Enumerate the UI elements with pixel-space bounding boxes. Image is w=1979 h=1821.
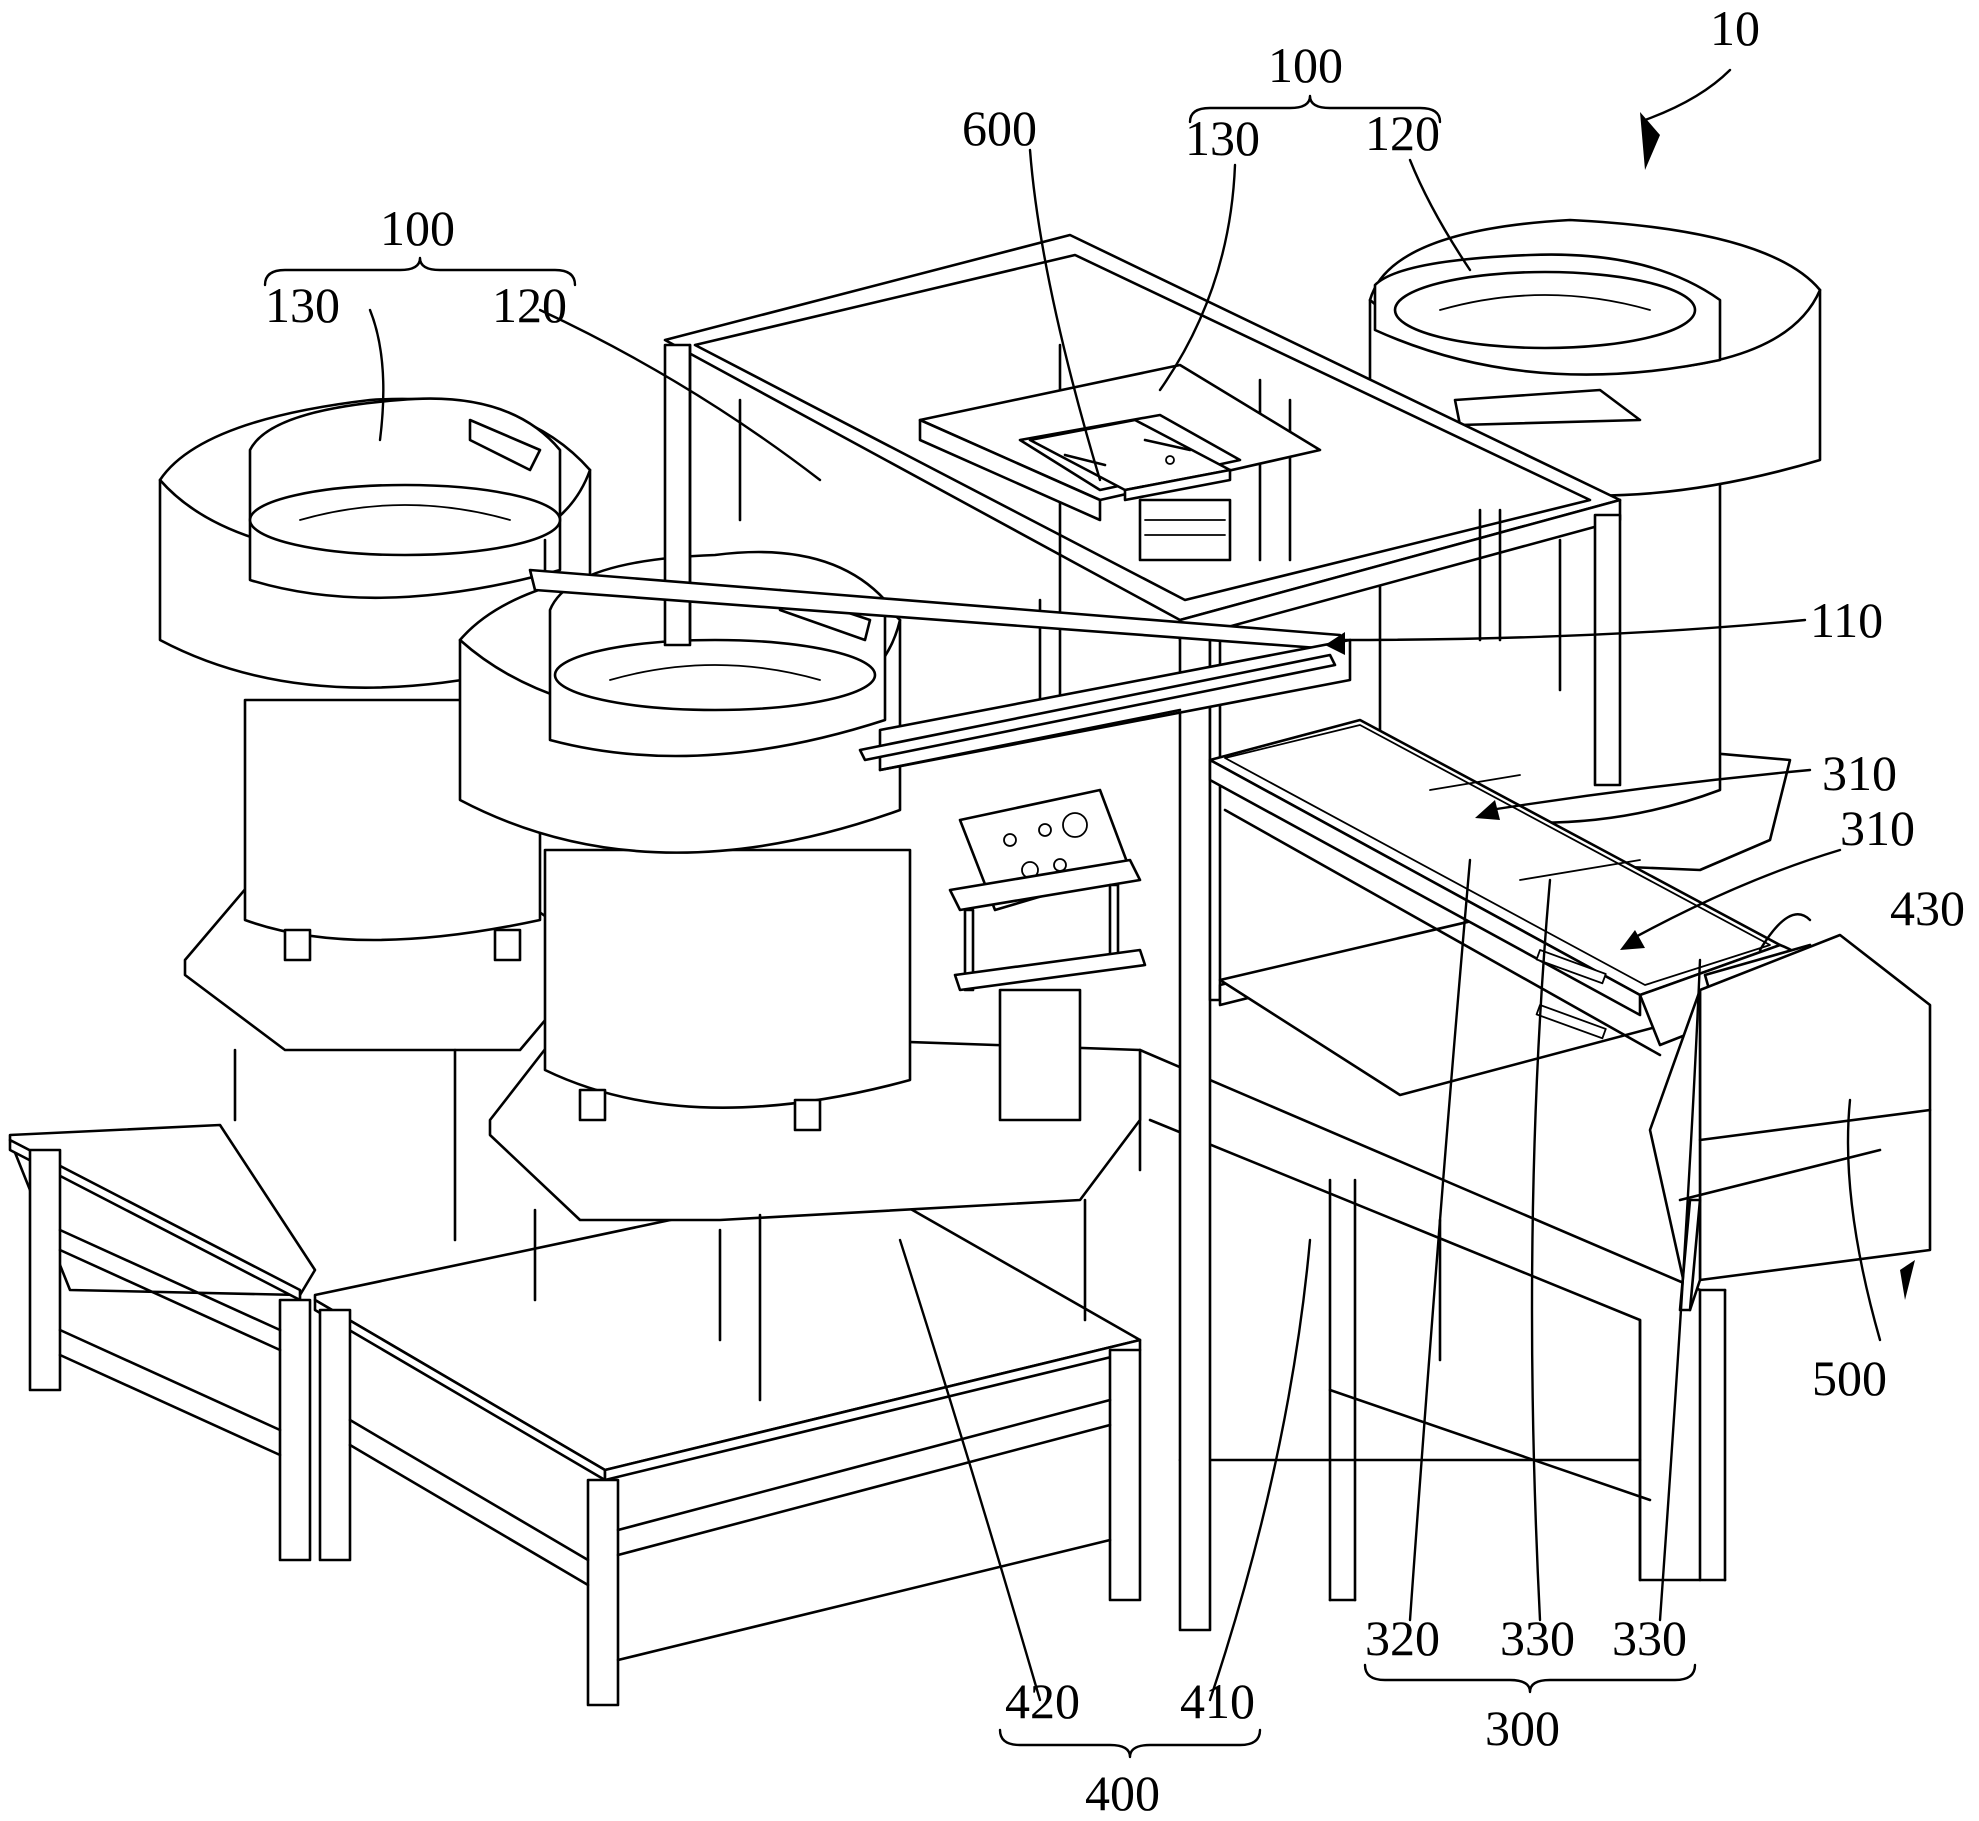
brace-100-left xyxy=(263,256,577,287)
base-frame-structure xyxy=(1138,1048,1727,1602)
left-table-front xyxy=(313,1178,1142,1707)
brace-300 xyxy=(1363,1663,1697,1694)
label-310-b: 310 xyxy=(1840,800,1915,856)
label-430: 430 xyxy=(1890,880,1965,936)
label-100-left: 100 xyxy=(380,200,455,256)
label-330-b: 330 xyxy=(1612,1610,1687,1666)
label-10: 10 xyxy=(1710,0,1760,56)
label-420: 420 xyxy=(1005,1673,1080,1729)
brace-400 xyxy=(998,1728,1262,1759)
label-310-a: 310 xyxy=(1822,745,1897,801)
label-320: 320 xyxy=(1365,1610,1440,1666)
label-100-right: 100 xyxy=(1268,37,1343,93)
label-300: 300 xyxy=(1485,1700,1560,1756)
collection-bin xyxy=(1648,933,1932,1312)
group-braces xyxy=(263,94,1697,1759)
label-130-left: 130 xyxy=(265,277,340,333)
label-410: 410 xyxy=(1180,1673,1255,1729)
bowl-feeder-left-rear xyxy=(158,397,602,1242)
label-500: 500 xyxy=(1812,1350,1887,1406)
leader-lines xyxy=(368,68,1882,1702)
bowl-feeder-right xyxy=(1368,218,1822,872)
linear-feed-track xyxy=(528,568,1352,772)
label-120-left: 120 xyxy=(492,277,567,333)
left-table-rear xyxy=(8,1123,317,1562)
reference-labels: 10 100 130 120 100 130 120 600 110 310 3… xyxy=(265,0,1965,1821)
brace-100-right xyxy=(1188,94,1442,124)
label-130-right: 130 xyxy=(1185,110,1260,166)
top-platform xyxy=(918,363,1322,562)
vibration-mount xyxy=(948,788,1147,1122)
label-110: 110 xyxy=(1810,592,1883,648)
label-400: 400 xyxy=(1085,1765,1160,1821)
bowl-feeder-left-front xyxy=(458,550,1142,1402)
label-330-a: 330 xyxy=(1500,1610,1575,1666)
label-120-right: 120 xyxy=(1365,105,1440,161)
label-600: 600 xyxy=(962,100,1037,156)
